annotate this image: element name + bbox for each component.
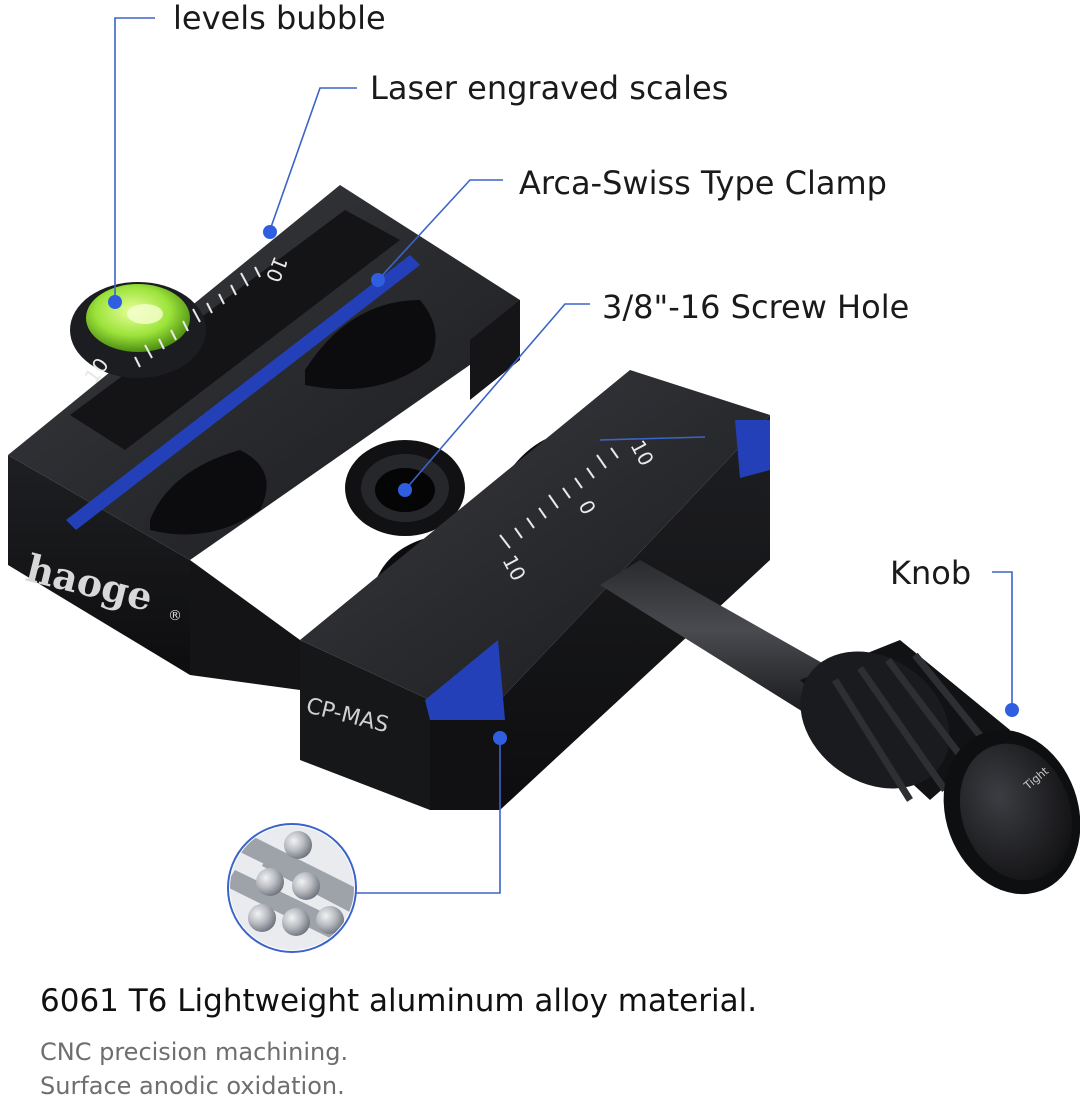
callout-knob: Knob: [890, 554, 972, 592]
jaw-scale-ticks: [499, 447, 619, 549]
material-heading: 6061 T6 Lightweight aluminum alloy mater…: [40, 983, 758, 1019]
callout-screw-hole: 3/8"-16 Screw Hole: [602, 288, 910, 326]
feature-line-2: Surface anodic oxidation.: [40, 1072, 345, 1100]
main-scale-ticks: [134, 266, 261, 368]
material-inset: [227, 823, 357, 953]
registered-mark: ®: [168, 608, 182, 624]
callout-levels-bubble: levels bubble: [173, 0, 386, 37]
clamp-jaw: [300, 370, 770, 810]
callout-arca-clamp: Arca-Swiss Type Clamp: [519, 164, 887, 202]
accent-dots: [108, 225, 1019, 745]
callout-laser-scales: Laser engraved scales: [370, 69, 729, 107]
knob-assembly: [600, 560, 1080, 895]
feature-line-1: CNC precision machining.: [40, 1038, 349, 1066]
leader-lines: [114, 17, 1013, 894]
